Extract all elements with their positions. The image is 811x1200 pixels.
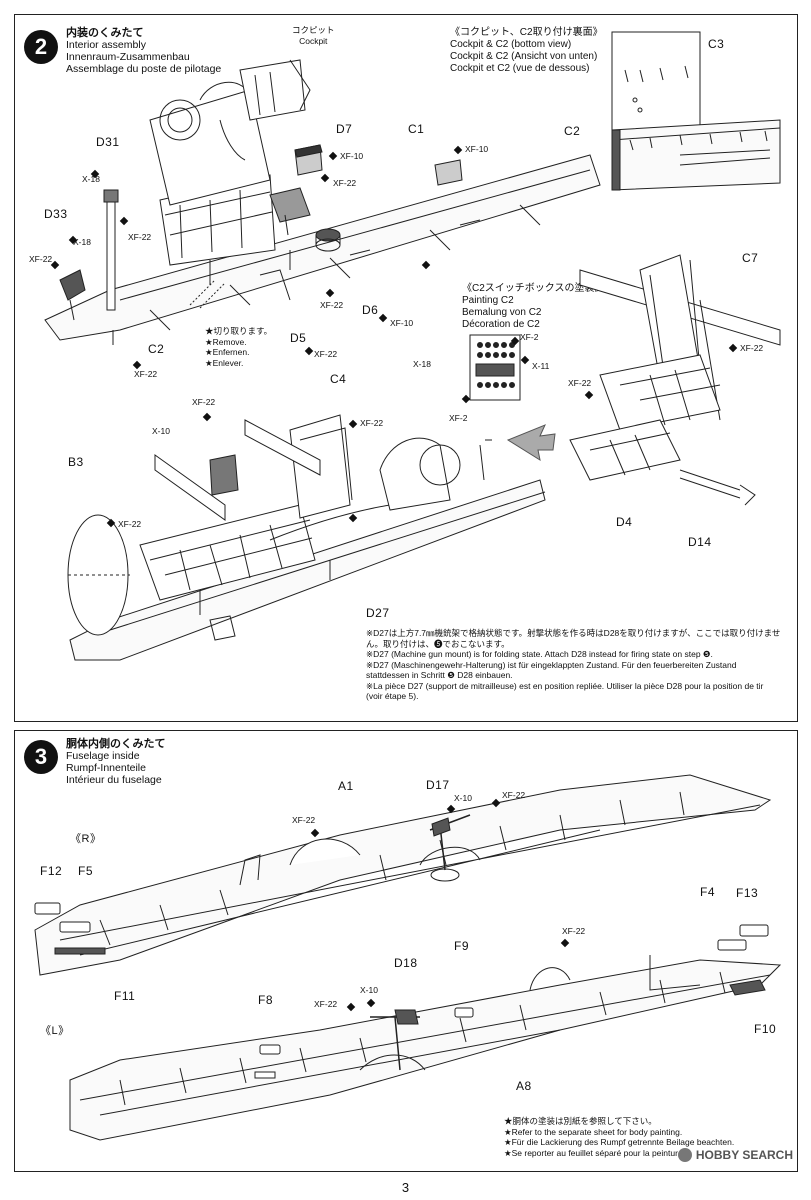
remove-en: ★Remove. bbox=[205, 336, 247, 347]
side-right-label: 《R》 bbox=[70, 833, 102, 845]
step-2-title-fr: Assemblage du poste de pilotage bbox=[66, 63, 222, 75]
remove-fr: ★Enlever. bbox=[205, 357, 244, 368]
watermark: HOBBY SEARCH bbox=[677, 1148, 793, 1162]
d27-note-jp: ※D27は上方7.7㎜機銃架で格納状態です。射撃状態を作る時はD28を取り付けま… bbox=[366, 628, 781, 649]
remove-jp: ★切り取ります。 bbox=[205, 326, 273, 336]
step-2-title-de: Innenraum-Zusammenbau bbox=[66, 51, 190, 63]
d27-note-fr: ※La pièce D27 (support de mitrailleuse) … bbox=[366, 680, 764, 702]
step-2-title-jp: 内装のくみたて bbox=[66, 27, 144, 39]
cockpit-label: コクピット Cockpit bbox=[292, 25, 335, 46]
body-painting-note-en: ★Refer to the separate sheet for body pa… bbox=[504, 1126, 683, 1137]
body-painting-note-jp: ★胴体の塗装は別紙を参照して下さい。 bbox=[504, 1116, 657, 1126]
step-3-panel bbox=[14, 730, 798, 1172]
painting-jp: 《C2スイッチボックスの塗装》 bbox=[462, 283, 605, 294]
painting-c2-caption: 《C2スイッチボックスの塗装》 Painting C2 Bemalung von… bbox=[462, 283, 604, 331]
bottom-view-jp: 《コクピット、C2取り付け裏面》 bbox=[450, 27, 603, 38]
step-2-title: 内装のくみたて Interior assembly Innenraum-Zusa… bbox=[66, 27, 221, 75]
d27-note-en: ※D27 (Machine gun mount) is for folding … bbox=[366, 649, 713, 659]
cockpit-label-jp: コクピット bbox=[292, 25, 335, 35]
body-painting-note: ★胴体の塗装は別紙を参照して下さい。 ★Refer to the separat… bbox=[504, 1116, 784, 1158]
step-3-title-jp: 胴体内側のくみたて bbox=[66, 738, 166, 750]
painting-en: Painting C2 bbox=[462, 295, 514, 306]
bottom-view-en: Cockpit & C2 (bottom view) bbox=[450, 39, 572, 50]
step-2-panel bbox=[14, 14, 798, 722]
painting-fr: Décoration de C2 bbox=[462, 319, 540, 330]
step-2-badge: 2 bbox=[24, 30, 58, 64]
step-2-title-en: Interior assembly bbox=[66, 39, 146, 51]
step-3-title-de: Rumpf-Innenteile bbox=[66, 762, 146, 774]
painting-de: Bemalung von C2 bbox=[462, 307, 542, 318]
watermark-logo-icon bbox=[677, 1148, 692, 1162]
remove-note: ★切り取ります。 ★Remove. ★Enfernen. ★Enlever. bbox=[205, 326, 272, 368]
step-3-title: 胴体内側のくみたて Fuselage inside Rumpf-Innentei… bbox=[66, 738, 165, 786]
d27-note: ※D27は上方7.7㎜機銃架で格納状態です。射撃状態を作る時はD28を取り付けま… bbox=[366, 628, 782, 702]
bottom-view-de: Cockpit & C2 (Ansicht von unten) bbox=[450, 51, 598, 62]
d27-note-de: ※D27 (Maschinengewehr-Halterung) ist für… bbox=[366, 659, 737, 681]
step-3-title-en: Fuselage inside bbox=[66, 750, 140, 762]
bottom-view-fr: Cockpit et C2 (vue de dessous) bbox=[450, 63, 590, 74]
body-painting-note-fr: ★Se reporter au feuillet séparé pour la … bbox=[504, 1147, 686, 1158]
step-3-title-fr: Intérieur du fuselage bbox=[66, 774, 162, 786]
watermark-text: HOBBY SEARCH bbox=[695, 1148, 793, 1162]
step-3-badge: 3 bbox=[24, 740, 58, 774]
bottom-view-caption: 《コクピット、C2取り付け裏面》 Cockpit & C2 (bottom vi… bbox=[450, 27, 603, 75]
cockpit-label-en: Cockpit bbox=[299, 35, 328, 46]
body-painting-note-de: ★Für die Lackierung des Rumpf getrennte … bbox=[504, 1137, 735, 1147]
page-number: 3 bbox=[401, 1180, 410, 1195]
side-left-label: 《L》 bbox=[40, 1025, 70, 1037]
remove-de: ★Enfernen. bbox=[205, 347, 250, 357]
